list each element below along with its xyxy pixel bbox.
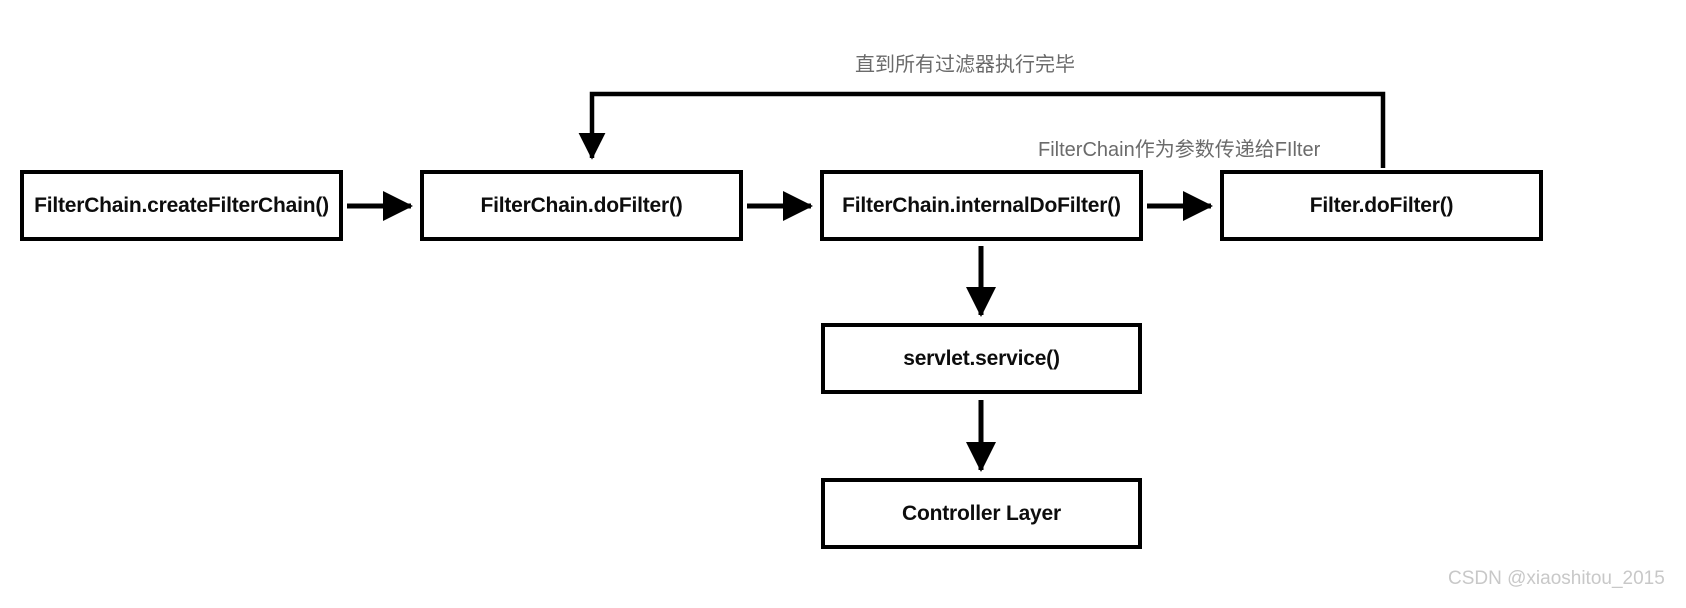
edge-label-loop: 直到所有过滤器执行完毕: [855, 54, 1075, 76]
node-filterchain-internaldofilter[interactable]: FilterChain.internalDoFilter(): [820, 170, 1143, 241]
watermark: CSDN @xiaoshitou_2015: [1448, 568, 1665, 589]
node-filterchain-createfilterchain[interactable]: FilterChain.createFilterChain(): [20, 170, 343, 241]
node-label: servlet.service(): [903, 346, 1060, 370]
node-label: FilterChain.createFilterChain(): [34, 193, 329, 217]
node-controller-layer[interactable]: Controller Layer: [821, 478, 1142, 549]
node-label: Filter.doFilter(): [1309, 193, 1454, 217]
node-filter-dofilter[interactable]: Filter.doFilter(): [1220, 170, 1543, 241]
node-label: Controller Layer: [901, 501, 1061, 525]
node-label: FilterChain.doFilter(): [480, 193, 683, 217]
node-label: FilterChain.internalDoFilter(): [842, 193, 1121, 217]
node-filterchain-dofilter[interactable]: FilterChain.doFilter(): [420, 170, 743, 241]
node-servlet-service[interactable]: servlet.service(): [821, 323, 1142, 394]
edge-label-param: FilterChain作为参数传递给FIlter: [1038, 139, 1321, 161]
